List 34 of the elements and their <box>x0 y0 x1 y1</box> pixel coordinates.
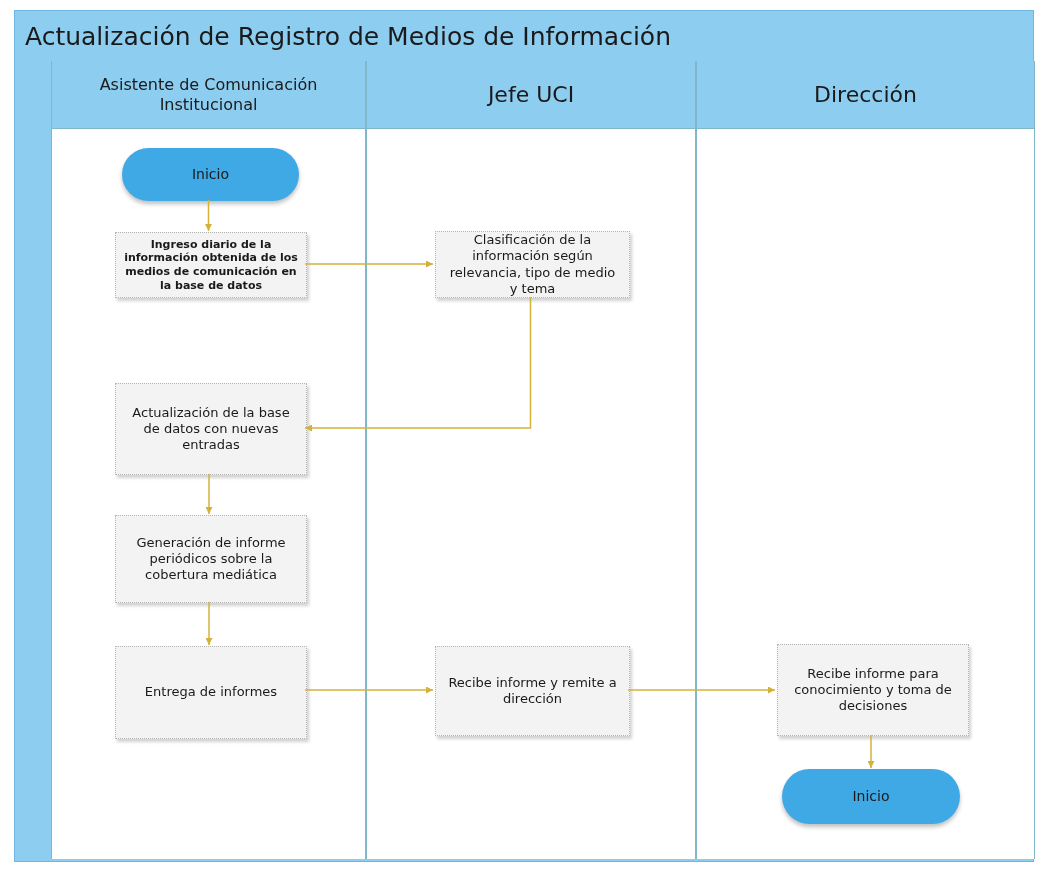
arrow <box>205 601 213 646</box>
process-text: Actualización de la base de datos con nuevas entradas <box>131 404 291 454</box>
terminator-label: Inicio <box>191 165 229 184</box>
process-text: Entrega de informes <box>144 684 278 701</box>
process-box <box>115 515 307 603</box>
terminator-pill <box>122 148 299 201</box>
swimlane-pool <box>14 10 1034 862</box>
process-box <box>777 644 969 736</box>
arrow <box>867 734 875 769</box>
process-box <box>115 232 307 298</box>
arrow <box>304 296 532 432</box>
process-box <box>435 231 630 298</box>
process-text: Ingreso diario de la información obtenida de los medios de comunicación en la base de datos <box>124 237 298 293</box>
arrow <box>205 473 213 515</box>
lane-header: Asistente de Comunicación Institucional <box>52 61 365 129</box>
process-text: Clasificación de la información según relevancia, tipo de medio y tema <box>448 232 617 297</box>
terminator-pill <box>782 769 960 824</box>
process-text: Generación de informe periódicos sobre la cobertura mediática <box>135 534 287 584</box>
arrow <box>304 260 434 268</box>
swimlane <box>51 61 366 859</box>
arrow <box>205 199 212 232</box>
arrow <box>627 686 776 694</box>
arrow <box>304 686 434 694</box>
lane-header: Jefe UCI <box>367 61 695 129</box>
swimlane <box>366 61 696 859</box>
process-text: Recibe informe para conocimiento y toma de decisiones <box>793 665 953 715</box>
process-box <box>435 646 630 736</box>
process-text: Recibe informe y remite a dirección <box>447 674 618 708</box>
process-box <box>115 646 307 739</box>
swimlane <box>696 61 1035 859</box>
pool-title: Actualización de Registro de Medios de Información <box>25 21 671 53</box>
terminator-label: Inicio <box>852 787 890 806</box>
process-box <box>115 383 307 475</box>
lane-header: Dirección <box>697 61 1034 129</box>
